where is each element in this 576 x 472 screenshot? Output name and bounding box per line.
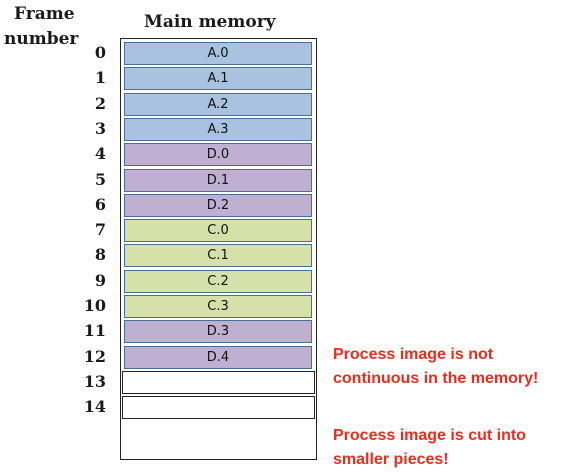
memory-frame-9: C.2 [124,270,312,293]
memory-frame-12: D.4 [124,346,312,369]
memory-frame-label: D.0 [206,147,230,162]
memory-frame-label: C.2 [207,274,229,289]
frame-number-8: 8 [94,245,106,264]
frame-number-12: 12 [83,347,106,366]
memory-frame-10: C.3 [124,295,312,318]
frame-number-14: 14 [83,397,106,416]
memory-frame-label: C.3 [207,299,229,314]
frame-number-3: 3 [94,119,106,138]
frame-number-10: 10 [83,296,106,315]
memory-frame-label: C.0 [207,223,229,238]
memory-frame-label: D.1 [206,173,230,188]
memory-frame-13 [122,371,315,394]
memory-frame-2: A.2 [124,93,312,116]
memory-frame-0: A.0 [124,42,312,65]
frame-number-1: 1 [94,68,106,87]
memory-frame-label: A.0 [207,46,229,61]
memory-frame-label: A.3 [207,122,229,137]
frame-number-6: 6 [94,195,106,214]
memory-frame-label: D.4 [206,350,230,365]
memory-frame-label: A.1 [207,71,229,86]
frame-number-0: 0 [94,43,106,62]
memory-frame-11: D.3 [124,320,312,343]
memory-frame-label: C.1 [207,248,229,263]
frame-number-2: 2 [94,94,106,113]
frame-number-7: 7 [94,220,106,239]
memory-frame-1: A.1 [124,67,312,90]
frame-header-line1: Frame [14,4,75,24]
frame-number-11: 11 [83,321,106,340]
frame-number-5: 5 [94,170,106,189]
memory-frame-3: A.3 [124,118,312,141]
frame-number-9: 9 [94,271,106,290]
memory-frame-label: A.2 [207,97,229,112]
main-memory-box [120,38,317,460]
memory-frame-5: D.1 [124,169,312,192]
note-not-continuous: Process image is not continuous in the m… [333,346,539,387]
frame-header-line2: number [4,29,79,49]
frame-number-header: Frame number [4,2,78,52]
frame-number-4: 4 [94,144,106,163]
memory-frame-14 [122,396,315,419]
memory-frame-label: D.3 [206,324,230,339]
memory-frame-label: D.2 [206,198,230,213]
memory-frame-8: C.1 [124,244,312,267]
frame-number-13: 13 [83,372,106,391]
memory-frame-4: D.0 [124,143,312,166]
note-cut-into-pieces: Process image is cut into smaller pieces… [333,427,526,468]
main-memory-title: Main memory [144,12,276,32]
memory-frame-6: D.2 [124,194,312,217]
memory-frame-7: C.0 [124,219,312,242]
